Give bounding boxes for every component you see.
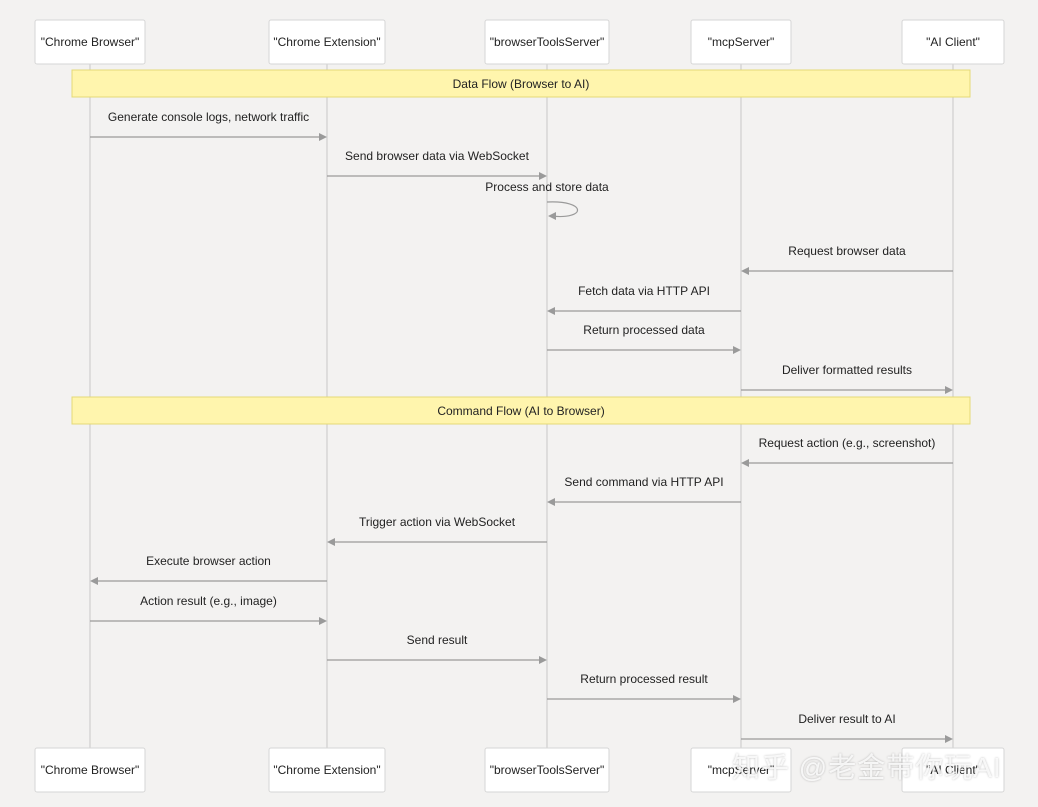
message-label: Generate console logs, network traffic <box>108 110 309 124</box>
message-label: Process and store data <box>485 180 609 194</box>
message-label: Request browser data <box>788 244 906 258</box>
note-label: Command Flow (AI to Browser) <box>437 404 604 418</box>
arrowhead <box>327 538 335 546</box>
message-label: Send result <box>407 633 468 647</box>
message-label: Fetch data via HTTP API <box>578 284 710 298</box>
message-label: Execute browser action <box>146 554 271 568</box>
arrowhead <box>539 172 547 180</box>
participant-box-tools <box>484 747 610 793</box>
message-label: Action result (e.g., image) <box>140 594 277 608</box>
participant-box-tools <box>484 19 610 65</box>
arrowhead <box>90 577 98 585</box>
message-label: Send command via HTTP API <box>564 475 723 489</box>
arrowhead <box>319 617 327 625</box>
participant-box-client <box>901 747 1005 793</box>
arrowhead <box>548 212 556 220</box>
self-message-arrow <box>546 201 579 218</box>
arrowhead <box>945 735 953 743</box>
participant-label-browser: "Chrome Browser" <box>41 35 140 49</box>
arrowhead <box>319 133 327 141</box>
message-label: Request action (e.g., screenshot) <box>759 436 936 450</box>
message-label: Deliver result to AI <box>798 712 895 726</box>
participant-label-client: "AI Client" <box>926 763 980 777</box>
participant-label-tools: "browserToolsServer" <box>490 763 605 777</box>
participant-label-browser: "Chrome Browser" <box>41 763 140 777</box>
message-label: Return processed result <box>580 672 708 686</box>
watermark: 知乎 @老金带你玩AI <box>732 752 1002 783</box>
note-box <box>71 396 971 425</box>
participant-box-mcp <box>690 19 792 65</box>
arrowhead <box>741 459 749 467</box>
arrowhead <box>547 498 555 506</box>
participant-label-mcp: "mcpServer" <box>708 763 775 777</box>
participant-box-browser <box>34 19 146 65</box>
participant-label-extension: "Chrome Extension" <box>273 35 380 49</box>
arrowhead <box>945 386 953 394</box>
arrowhead <box>733 695 741 703</box>
participant-label-client: "AI Client" <box>926 35 980 49</box>
participant-label-mcp: "mcpServer" <box>708 35 775 49</box>
arrowhead <box>733 346 741 354</box>
participant-box-client <box>901 19 1005 65</box>
note-box <box>71 69 971 98</box>
message-label: Deliver formatted results <box>782 363 912 377</box>
arrowhead <box>741 267 749 275</box>
participant-box-extension <box>268 19 386 65</box>
arrowhead <box>539 656 547 664</box>
participant-box-mcp <box>690 747 792 793</box>
note-label: Data Flow (Browser to AI) <box>453 77 590 91</box>
participant-box-browser <box>34 747 146 793</box>
message-label: Return processed data <box>583 323 705 337</box>
participant-box-extension <box>268 747 386 793</box>
message-label: Send browser data via WebSocket <box>345 149 530 163</box>
arrowhead <box>547 307 555 315</box>
message-label: Trigger action via WebSocket <box>359 515 516 529</box>
participant-label-tools: "browserToolsServer" <box>490 35 605 49</box>
participant-label-extension: "Chrome Extension" <box>273 763 380 777</box>
